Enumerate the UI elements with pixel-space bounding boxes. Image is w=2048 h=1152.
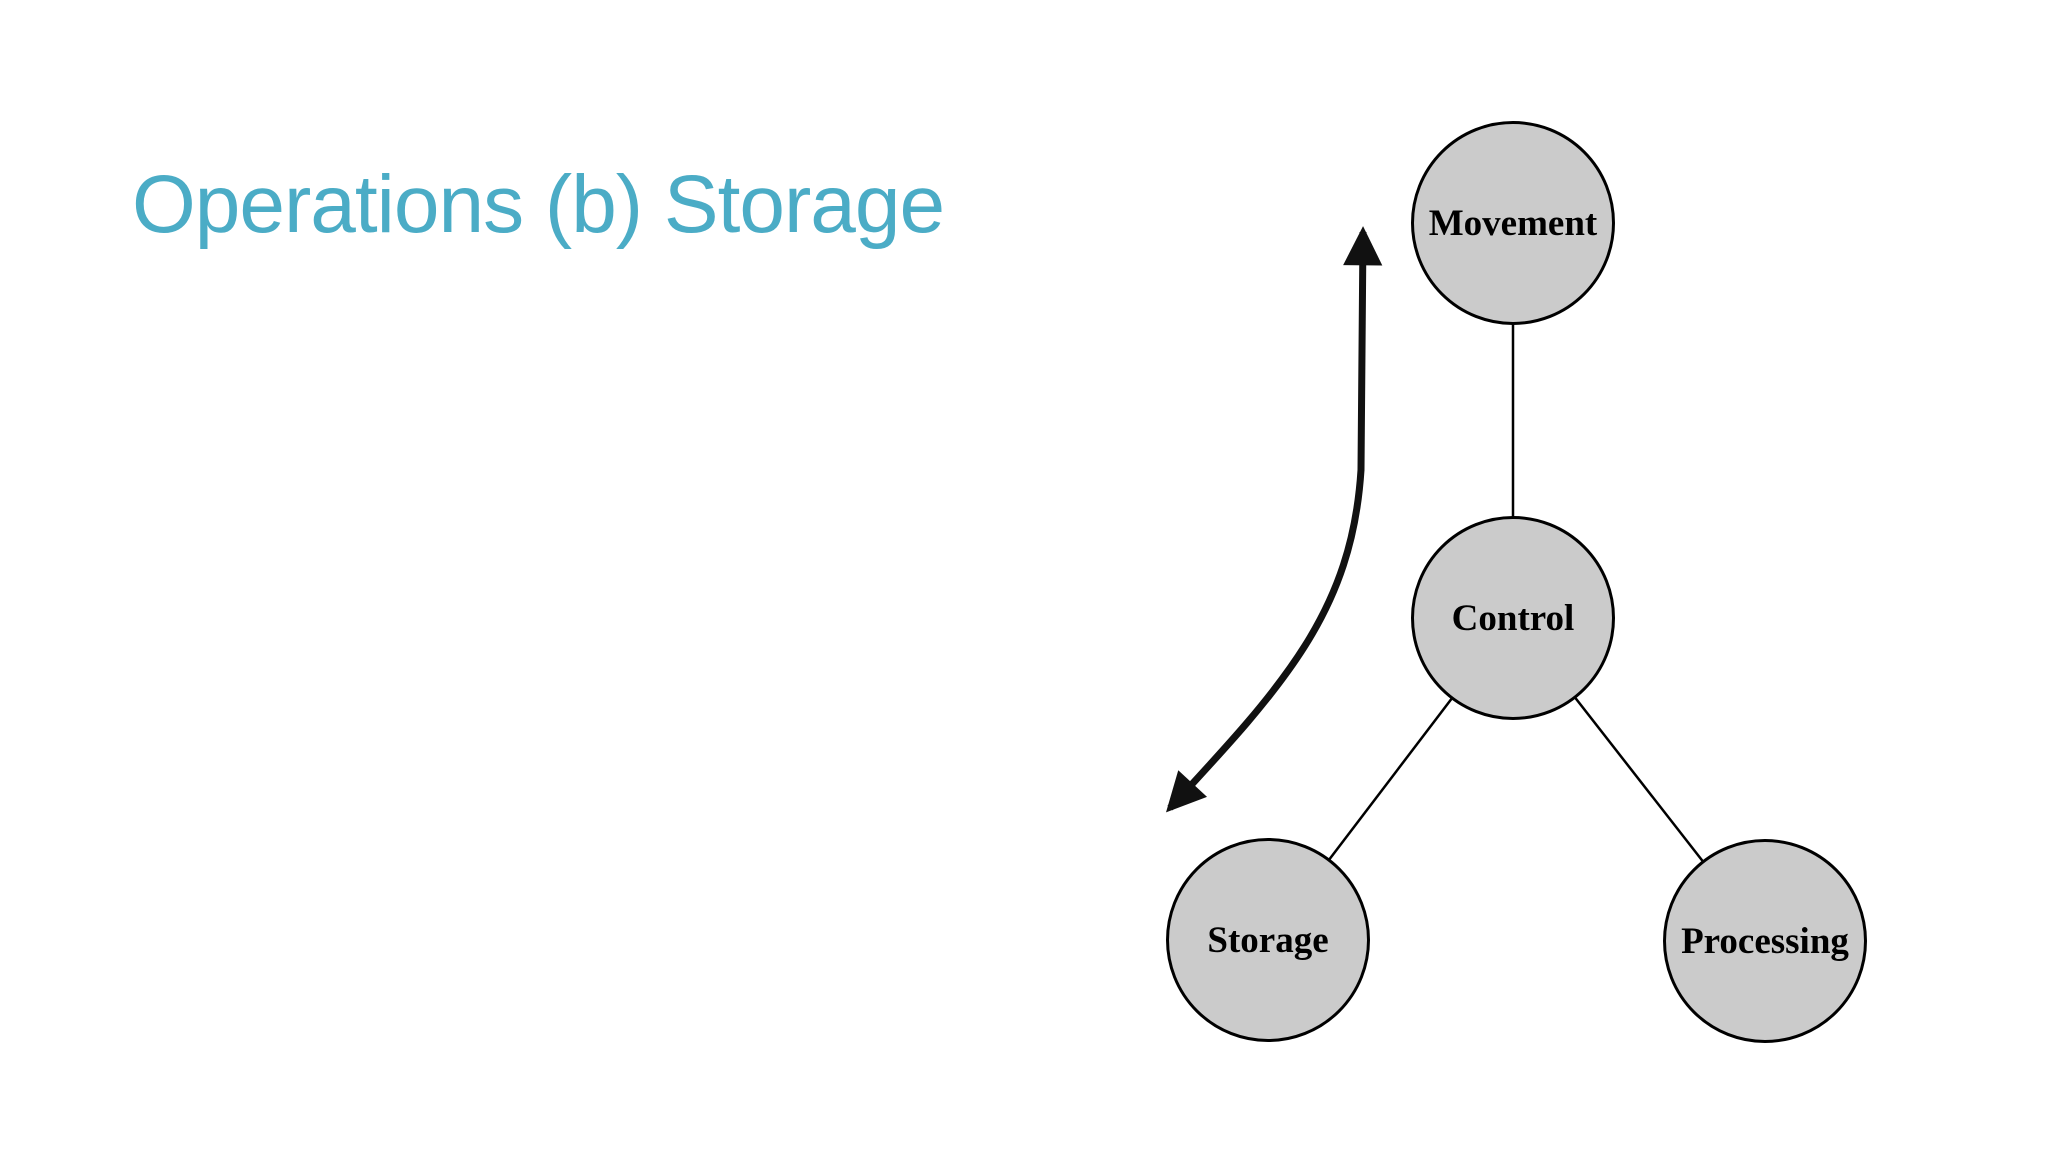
node-movement-label: Movement bbox=[1428, 202, 1598, 244]
node-processing-label: Processing bbox=[1681, 920, 1849, 962]
node-control-label: Control bbox=[1451, 597, 1575, 639]
double-headed-flow-arrow bbox=[1166, 226, 1383, 813]
node-control: Control bbox=[1411, 516, 1615, 720]
node-storage-label: Storage bbox=[1207, 919, 1329, 961]
node-processing: Processing bbox=[1663, 839, 1867, 1043]
node-storage: Storage bbox=[1166, 838, 1370, 1042]
slide-title: Operations (b) Storage bbox=[132, 159, 945, 250]
node-movement: Movement bbox=[1411, 121, 1615, 325]
